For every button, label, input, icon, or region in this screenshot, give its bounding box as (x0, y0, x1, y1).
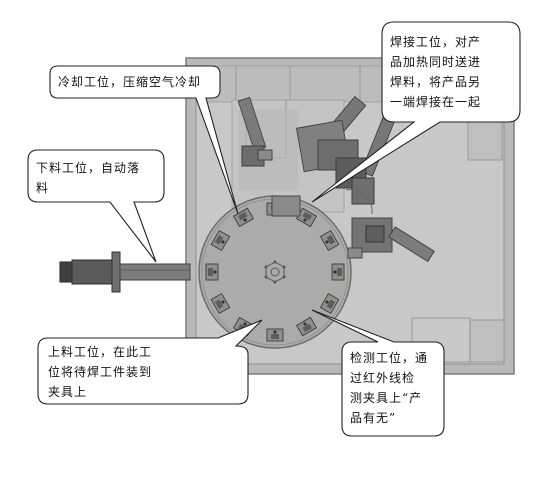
fixture-icon (210, 229, 231, 252)
fixture-icon (210, 292, 231, 315)
cooling-line-1: 冷却工位，压缩空气冷却 (58, 75, 202, 89)
fixture-icon (232, 207, 255, 228)
fixtures (205, 202, 345, 342)
welding-line-4: 一端焊接在一起 (390, 95, 482, 109)
welding-line-3: 焊料，将产品另 (390, 75, 482, 89)
callout-cooling (49, 65, 239, 215)
inspection-line-2: 过红外线检 (350, 371, 416, 385)
fixture-icon (295, 316, 318, 337)
callout-loading (37, 319, 263, 405)
inspection-line-3: 测夹具上“产 (350, 391, 423, 405)
callout-welding (311, 21, 521, 203)
loading-line-2: 位将待焊工件装到 (48, 365, 153, 379)
fixture-icon (319, 292, 340, 315)
fixture-icon (295, 207, 318, 228)
callout-unloading-text: 下料工位，自动落 料 (36, 158, 140, 198)
callout-inspection-text: 检测工位，通 过红外线检 测夹具上“产 品有无” (350, 348, 428, 428)
callout-unloading (27, 149, 165, 263)
inspection-line-1: 检测工位，通 (350, 351, 429, 365)
unloading-line-1: 下料工位，自动落 (36, 161, 141, 175)
welding-line-2: 品加热同时送进 (390, 55, 482, 69)
fixture-icon (331, 263, 345, 281)
fixture-icon (266, 328, 284, 342)
fixture-icon (205, 263, 219, 281)
unloading-chute (59, 251, 191, 293)
welding-line-1: 焊接工位，对产 (390, 35, 482, 49)
loading-line-3: 夹具上 (48, 385, 88, 399)
callout-welding-text: 焊接工位，对产 品加热同时送进 焊料，将产品另 一端焊接在一起 (390, 32, 481, 112)
loading-line-1: 上料工位，在此工 (48, 345, 153, 359)
callout-inspection (311, 309, 445, 437)
fixture-icon (319, 229, 340, 252)
inspection-line-4: 品有无” (350, 411, 397, 425)
callout-cooling-text: 冷却工位，压缩空气冷却 (58, 72, 201, 92)
callout-loading-text: 上料工位，在此工 位将待焊工件装到 夹具上 (48, 342, 152, 402)
unloading-line-2: 料 (36, 181, 50, 195)
welding-arm-icon (237, 95, 396, 215)
center-hub-icon (264, 260, 286, 284)
rotary-table (198, 195, 352, 349)
gripper-icon (347, 217, 435, 263)
